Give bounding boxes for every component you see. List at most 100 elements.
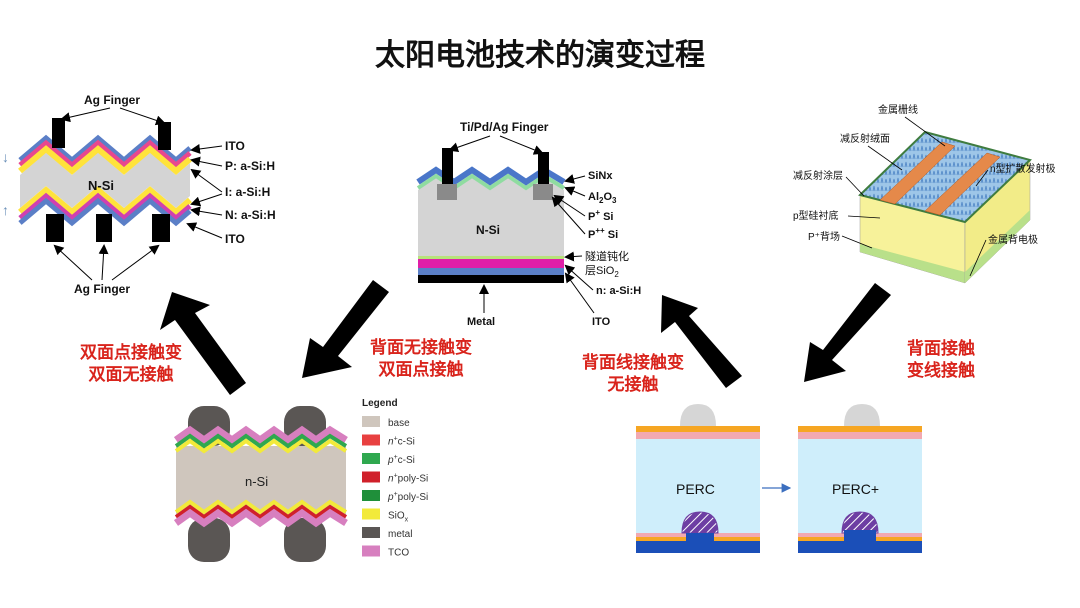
ibc-top-tco [173, 425, 348, 445]
ibc-legend-label: n+poly-Si [388, 473, 428, 485]
perc-left-back-plug [686, 533, 714, 553]
ibc-bottom-tco [173, 508, 348, 528]
hjt-p-label: P: a-Si:H [225, 159, 275, 173]
perc-left-back-contact [681, 511, 719, 534]
perc-left-top-pink [636, 432, 760, 439]
perc-flat-right: PERC+ [798, 404, 922, 553]
ibc-legend-label: TCO [388, 548, 409, 559]
perc3d-back-electrode-label: 金属背电极 [988, 233, 1038, 246]
hjt-ag-finger-bottom-label: Ag Finger [74, 282, 130, 296]
ibc-bottom-contact-left [188, 518, 230, 562]
hjt-finger-bottom-1 [46, 214, 64, 242]
hjt-i-label: I: a-Si:H [225, 185, 270, 199]
ibc-legend-swatch [362, 527, 380, 538]
ibc-legend-swatch [362, 471, 380, 483]
hjt-bottom-i [18, 186, 192, 216]
perc3d-right-bsf [965, 210, 1030, 283]
ibc-legend-label: base [388, 418, 410, 429]
ibc-legend-swatch [362, 490, 380, 501]
hjt-bottom-ito [18, 197, 192, 227]
caption-perc-line1: 背面接触 [907, 339, 975, 359]
caption-perc-line2: 变线接触 [907, 361, 975, 381]
ibc-base [176, 446, 346, 516]
topcon-core-label: N-Si [476, 223, 500, 237]
perc3d-grid-line-label: 金属栅线 [878, 103, 918, 116]
ibc-diagram: n-Si Legend base n+c-Si p+c-Si n+poly-Si p+p… [173, 398, 428, 562]
hjt-top-i [18, 145, 192, 175]
perc3d-n-emitter-label: n型扩散发射极 [990, 162, 1056, 175]
ibc-legend-label: SiOx [388, 511, 409, 524]
perc-left-top-contact [680, 404, 716, 426]
arrow-perc-to-topcon [661, 295, 742, 388]
hjt-core [20, 152, 190, 208]
perc-right-back-plug [844, 530, 876, 553]
caption-topcon-line2: 无接触 [607, 375, 659, 395]
hjt-core-label: N-Si [88, 178, 114, 193]
perc-right-label: PERC+ [832, 481, 879, 497]
caption-topcon-line1: 背面线接触变 [582, 353, 684, 373]
perc3d-front-bsf [860, 244, 965, 283]
hjt-finger-bottom-3 [152, 214, 170, 242]
caption-hjt-line1: 双面点接触变 [80, 343, 182, 363]
arrow-ibc-to-hjt [160, 292, 246, 395]
ibc-legend-swatch [362, 416, 380, 427]
topcon-metal [418, 275, 564, 283]
topcon-diagram: N-Si Ti/Pd/Ag Finger SiNx Al2O3 P+ Si P+… [416, 120, 641, 328]
perc3d-grid-finger-1 [879, 141, 956, 205]
perc-right-top-pink [798, 432, 922, 439]
caption-hjt-transition: 双面点接触变 双面无接触 [66, 342, 196, 386]
perc3d-grid-finger-2 [924, 152, 1001, 216]
ibc-legend-label: p+poly-Si [387, 491, 428, 503]
hjt-finger-bottom-2 [96, 214, 112, 242]
hjt-top-p [18, 139, 192, 169]
hjt-ag-finger-top-label: Ag Finger [84, 93, 140, 107]
topcon-core [418, 190, 564, 256]
topcon-al2o3-label: Al2O3 [588, 191, 617, 205]
topcon-tunnel-label-2: 层SiO2 [585, 264, 619, 279]
caption-ibc-line1: 背面无接触变 [370, 338, 472, 358]
perc-left-top-orange [636, 426, 760, 432]
caption-hjt-line2: 双面无接触 [88, 365, 174, 385]
ibc-top-sio [174, 438, 348, 454]
ibc-top-poly [174, 433, 348, 449]
perc3d-texture-label: 减反射绒面 [840, 132, 890, 145]
arrow-perc3d-to-perc [804, 283, 891, 382]
topcon-tunnel-label-1: 隧道钝化 [585, 249, 629, 263]
topcon-finger-left [442, 148, 453, 188]
topcon-pplus-right [533, 184, 553, 200]
perc3d-diagram: 金属栅线 减反射绒面 减反射涂层 n型扩散发射极 p型硅衬底 P⁺背场 金属背电… [793, 103, 1056, 284]
page-title: 太阳电池技术的演变过程 [375, 38, 705, 73]
topcon-metal-label: Metal [467, 316, 495, 328]
hjt-finger-top-right [158, 122, 171, 150]
caption-ibc-line2: 双面点接触 [378, 360, 464, 380]
topcon-ppp-label: P++ Si [588, 226, 618, 241]
ibc-legend-swatch [362, 508, 380, 520]
ibc-legend-label: n+c-Si [388, 436, 415, 448]
ibc-legend-label: metal [388, 529, 412, 540]
caption-topcon-transition: 背面线接触变 无接触 [568, 352, 698, 396]
topcon-ito [418, 268, 564, 275]
ibc-legend-title: Legend [362, 398, 398, 409]
perc-right-top-orange [798, 426, 922, 432]
transition-arrows [160, 280, 891, 395]
perc3d-p-substrate-label: p型硅衬底 [793, 209, 839, 222]
side-marker-down: ↓ [2, 149, 9, 165]
topcon-pplus-left [437, 184, 457, 200]
caption-perc-transition: 背面接触 变线接触 [886, 338, 996, 382]
hjt-finger-top-left [52, 118, 65, 148]
ibc-legend-swatch [362, 545, 380, 557]
topcon-n-label: n: a-Si:H [596, 285, 641, 297]
perc-flat-left: PERC [636, 404, 760, 553]
topcon-n-layer [418, 259, 564, 268]
hjt-bottom-n [18, 192, 192, 222]
ibc-legend-label: p+c-Si [387, 454, 415, 466]
hjt-ito-top-label: ITO [225, 139, 245, 153]
perc3d-coating-label: 减反射涂层 [793, 169, 843, 182]
topcon-pplus-label: P+ Si [588, 208, 613, 223]
hjt-n-label: N: a-Si:H [225, 208, 276, 222]
ibc-core-label: n-Si [245, 474, 268, 489]
perc-right-back-contact [841, 511, 879, 534]
perc-left-label: PERC [676, 481, 715, 497]
